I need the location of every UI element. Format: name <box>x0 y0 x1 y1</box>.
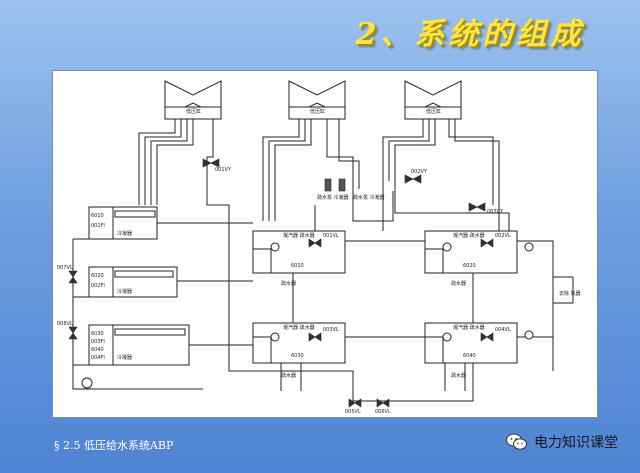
heater-label: 凝汽器 疏水器 <box>453 232 485 239</box>
heater-left-2 <box>88 266 178 298</box>
pump-icon <box>524 242 534 252</box>
heater-tag: 6030 <box>291 353 304 359</box>
turbine-3 <box>404 80 462 120</box>
small-text: 6010 <box>91 213 104 219</box>
drain-label: 疏水器 <box>451 280 466 287</box>
turbine-label: 低压缸 <box>186 108 201 115</box>
small-text: 001FI <box>91 223 105 229</box>
valve-label: 002VY <box>411 169 428 175</box>
footer-section-label: § 2.5 低压给水系统ABP <box>54 439 174 452</box>
valve-label: 003VY <box>487 209 504 215</box>
small-text: 004FI <box>91 355 105 361</box>
heater-tag: 6040 <box>463 353 476 359</box>
small-text: 6030 <box>91 331 104 337</box>
system-diagram-svg: 低压缸 低压缸 低压缸 冷凝器 冷凝器 冷凝器 凝汽器 疏水器 凝汽器 疏水器 … <box>57 80 581 415</box>
small-text: 6020 <box>91 273 104 279</box>
valve-label: 006VL <box>375 409 391 415</box>
pump-icon <box>270 242 280 252</box>
pump-icon <box>442 332 452 342</box>
pump-icon <box>442 242 452 252</box>
pump-icon <box>270 332 280 342</box>
heater-label: 冷凝器 <box>117 230 132 237</box>
heater-left-3 <box>88 324 190 366</box>
valve-label: 001VL <box>323 233 339 239</box>
heater-label: 凝汽器 疏水器 <box>283 232 315 239</box>
turbine-1 <box>164 80 222 120</box>
small-text: 002FI <box>91 283 105 289</box>
heater-left-1 <box>88 206 158 240</box>
pump-label: 疏水泵 冷凝器 <box>317 194 349 201</box>
heater-mid-upper <box>252 230 346 274</box>
valve-label: 001VY <box>215 167 232 173</box>
heater-label: 冷凝器 <box>117 354 132 361</box>
heater-label: 冷凝器 <box>117 288 132 295</box>
footer-brand-text: 电力知识课堂 <box>534 435 618 451</box>
drain-label: 疏水器 <box>451 372 466 379</box>
heater-tag: 6020 <box>463 263 476 269</box>
valve-label: 007VL <box>57 265 73 271</box>
small-text: 003FI <box>91 339 105 345</box>
pump-icon <box>81 377 93 389</box>
wechat-icon <box>506 433 528 451</box>
valve-label: 002VL <box>495 233 511 239</box>
heater-mid-lower <box>252 322 346 364</box>
heater-label: 凝汽器 疏水器 <box>283 324 315 331</box>
outlet-label: 去除 氧器 <box>559 290 581 297</box>
heater-label: 凝汽器 疏水器 <box>453 324 485 331</box>
slide-title: 2、系统的组成 <box>355 17 585 52</box>
heater-tag: 6010 <box>291 263 304 269</box>
heater-right-upper <box>424 230 518 274</box>
system-diagram: 低压缸 低压缸 低压缸 冷凝器 冷凝器 冷凝器 凝汽器 疏水器 凝汽器 疏水器 … <box>52 70 598 418</box>
turbine-label: 低压缸 <box>426 108 441 115</box>
pump-label: 疏水泵 冷凝器 <box>353 194 385 201</box>
valve-label: 008VL <box>57 321 73 327</box>
pump-icon <box>524 330 534 340</box>
small-text: 6040 <box>91 347 104 353</box>
drain-label: 疏水器 <box>281 372 296 379</box>
turbine-label: 低压缸 <box>310 108 325 115</box>
valve-label: 005VL <box>345 409 361 415</box>
turbine-2 <box>288 80 346 120</box>
drain-label: 疏水器 <box>281 280 296 287</box>
valve-label: 003VL <box>323 327 339 333</box>
footer-brand: 电力知识课堂 <box>506 432 618 452</box>
valve-label: 004VL <box>495 327 511 333</box>
heater-right-lower <box>424 322 518 364</box>
